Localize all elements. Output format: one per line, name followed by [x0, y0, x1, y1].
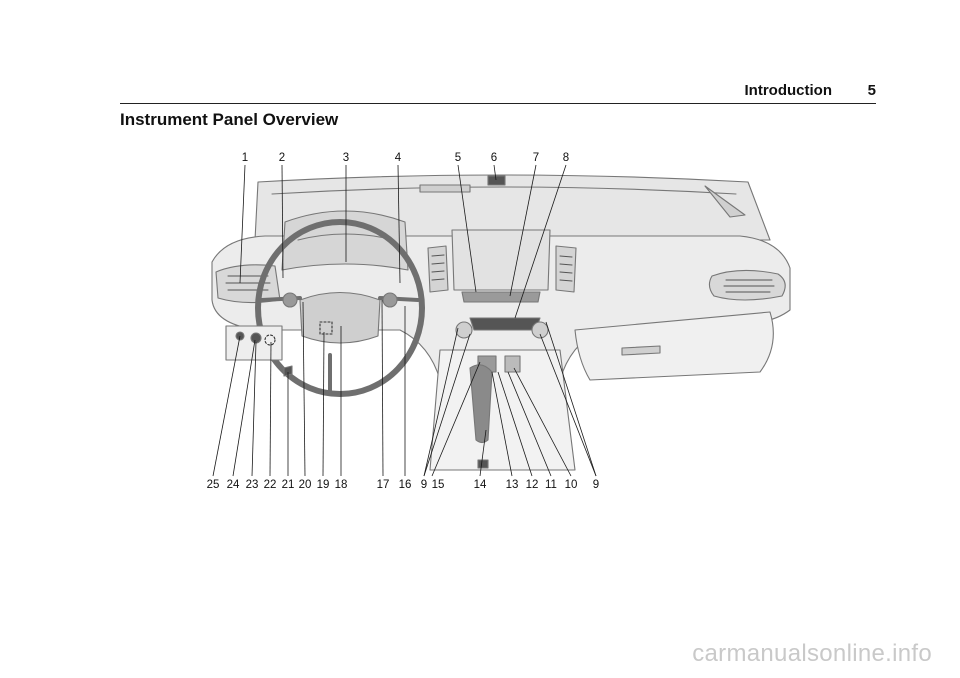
callout-top-5: 5 — [455, 152, 461, 164]
callout-bottom-11: 9 — [421, 479, 427, 491]
page-title: Instrument Panel Overview — [120, 110, 339, 129]
callout-bottom-18: 9 — [593, 479, 599, 491]
header-rule — [120, 103, 876, 104]
page-header: Introduction 5 — [120, 82, 876, 104]
callout-top-6: 6 — [491, 152, 497, 164]
callout-top-3: 3 — [343, 152, 349, 164]
callout-top-2: 2 — [279, 152, 285, 164]
callout-bottom-17: 10 — [565, 479, 578, 491]
callout-top-1: 1 — [242, 152, 248, 164]
callout-bottom-8: 18 — [335, 479, 348, 491]
callout-top-4: 4 — [395, 152, 402, 164]
callout-bottom-10: 16 — [399, 479, 412, 491]
section-title: Introduction — [744, 82, 832, 99]
callout-top-7: 7 — [533, 152, 539, 164]
callout-bottom-15: 12 — [526, 479, 539, 491]
callout-bottom-9: 17 — [377, 479, 390, 491]
callout-bottom-1: 25 — [207, 479, 220, 491]
callout-bottom-12: 15 — [432, 479, 445, 491]
callout-bottom-4: 22 — [264, 479, 277, 491]
callout-bottom-5: 21 — [282, 479, 295, 491]
callout-bottom-7: 19 — [317, 479, 330, 491]
callout-top-8: 8 — [563, 152, 569, 164]
callout-bottom-14: 13 — [506, 479, 519, 491]
page-number: 5 — [867, 82, 876, 99]
callout-bottom-2: 24 — [227, 479, 240, 491]
callout-bottom-6: 20 — [299, 479, 312, 491]
watermark: carmanualsonline.info — [692, 640, 932, 667]
callout-bottom-16: 11 — [545, 479, 557, 491]
callout-bottom-3: 23 — [246, 479, 259, 491]
callout-bottom-13: 14 — [474, 479, 487, 491]
